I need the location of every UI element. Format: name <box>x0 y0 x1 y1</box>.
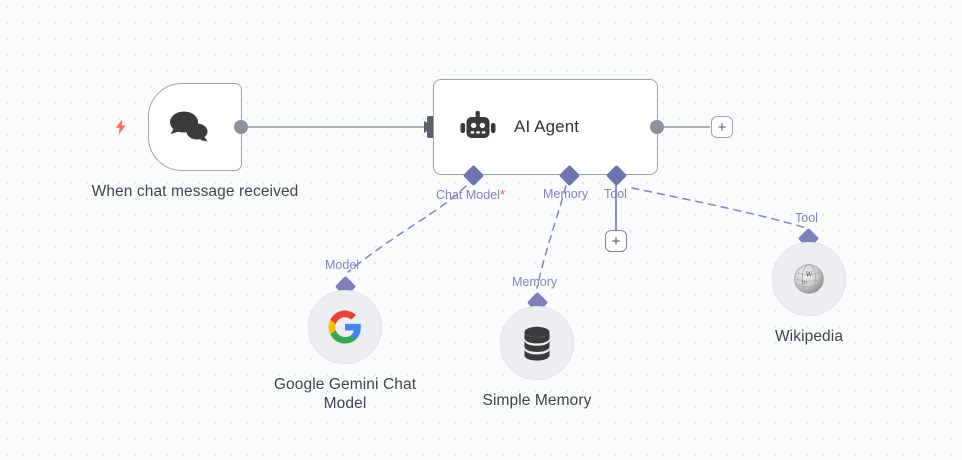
memory-node-title: Simple Memory <box>482 392 592 409</box>
trigger-node-body[interactable] <box>148 83 242 171</box>
wikipedia-node-title: Wikipedia <box>774 328 844 345</box>
agent-node-body[interactable]: AI Agent <box>433 79 658 175</box>
trigger-node-title: When chat message received <box>91 183 299 200</box>
gemini-node-title: Google Gemini Chat Model <box>273 376 417 412</box>
database-icon <box>524 326 550 361</box>
robot-icon <box>460 111 496 138</box>
google-logo-icon <box>328 310 361 344</box>
wikipedia-port-label: Tool <box>795 211 818 225</box>
memory-port-label: Memory <box>512 275 558 289</box>
agent-input-port[interactable] <box>427 116 434 138</box>
agent-port-label-memory: Memory <box>543 187 589 201</box>
agent-node-label: AI Agent <box>514 117 580 136</box>
trigger-output-port[interactable] <box>234 120 248 134</box>
edge-agent-to-wikipedia <box>631 187 807 229</box>
lightning-bolt-icon <box>115 119 126 135</box>
gemini-node-body[interactable] <box>308 290 382 364</box>
add-node-button-main[interactable]: + <box>711 116 733 138</box>
svg-text:W: W <box>806 271 813 278</box>
required-asterisk: * <box>499 187 505 202</box>
add-tool-button[interactable]: + <box>605 230 627 252</box>
svg-text:IKI: IKI <box>802 281 808 285</box>
gemini-port-label: Model <box>325 258 360 272</box>
agent-port-label-tool: Tool <box>604 187 627 201</box>
wikipedia-node-body[interactable]: W IKI <box>772 242 846 316</box>
edge-agent-to-memory <box>536 185 567 289</box>
agent-port-label-chat-model: Chat Model* <box>436 187 505 202</box>
chat-bubbles-icon <box>170 111 208 142</box>
wikipedia-globe-icon: W IKI <box>794 264 824 294</box>
agent-output-port[interactable] <box>650 120 664 134</box>
memory-node-body[interactable] <box>500 306 574 380</box>
port-label-text: Chat Model <box>436 188 500 202</box>
